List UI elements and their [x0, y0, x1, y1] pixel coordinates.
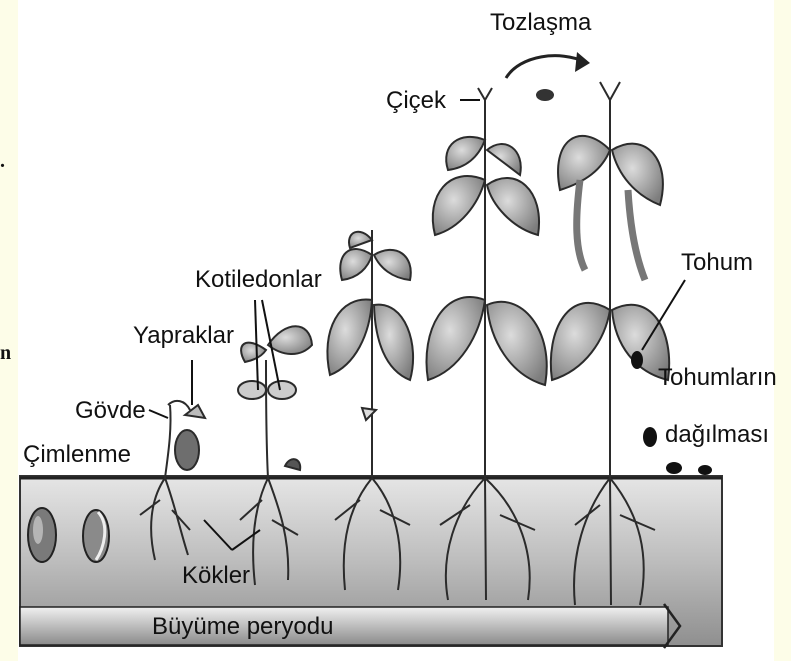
- label-kokler: Kökler: [182, 562, 250, 589]
- label-cimlenme: Çimlenme: [23, 441, 131, 468]
- label-kotiledonlar: Kotiledonlar: [195, 266, 322, 293]
- growth-period-arrow: [20, 604, 680, 648]
- ground-seed-1: [666, 462, 682, 474]
- label-dagilmasi: dağılması: [665, 421, 769, 448]
- seed-dot: [631, 351, 643, 369]
- label-tozlasma: Tozlaşma: [490, 9, 592, 36]
- label-yapraklar: Yapraklar: [133, 322, 234, 349]
- seed-1: [28, 508, 56, 562]
- seed-2: [83, 510, 109, 562]
- label-tohum: Tohum: [681, 249, 753, 276]
- label-govde: Gövde: [75, 397, 146, 424]
- ground-seed-2: [698, 465, 712, 475]
- falling-seed: [643, 427, 657, 447]
- label-tohumlarin: Tohumların: [658, 364, 777, 391]
- pollination-arrow: [506, 56, 585, 78]
- bee-icon: [536, 89, 554, 101]
- label-buyume-peryodu: Büyüme peryodu: [152, 613, 333, 640]
- label-cicek: Çiçek: [386, 87, 447, 114]
